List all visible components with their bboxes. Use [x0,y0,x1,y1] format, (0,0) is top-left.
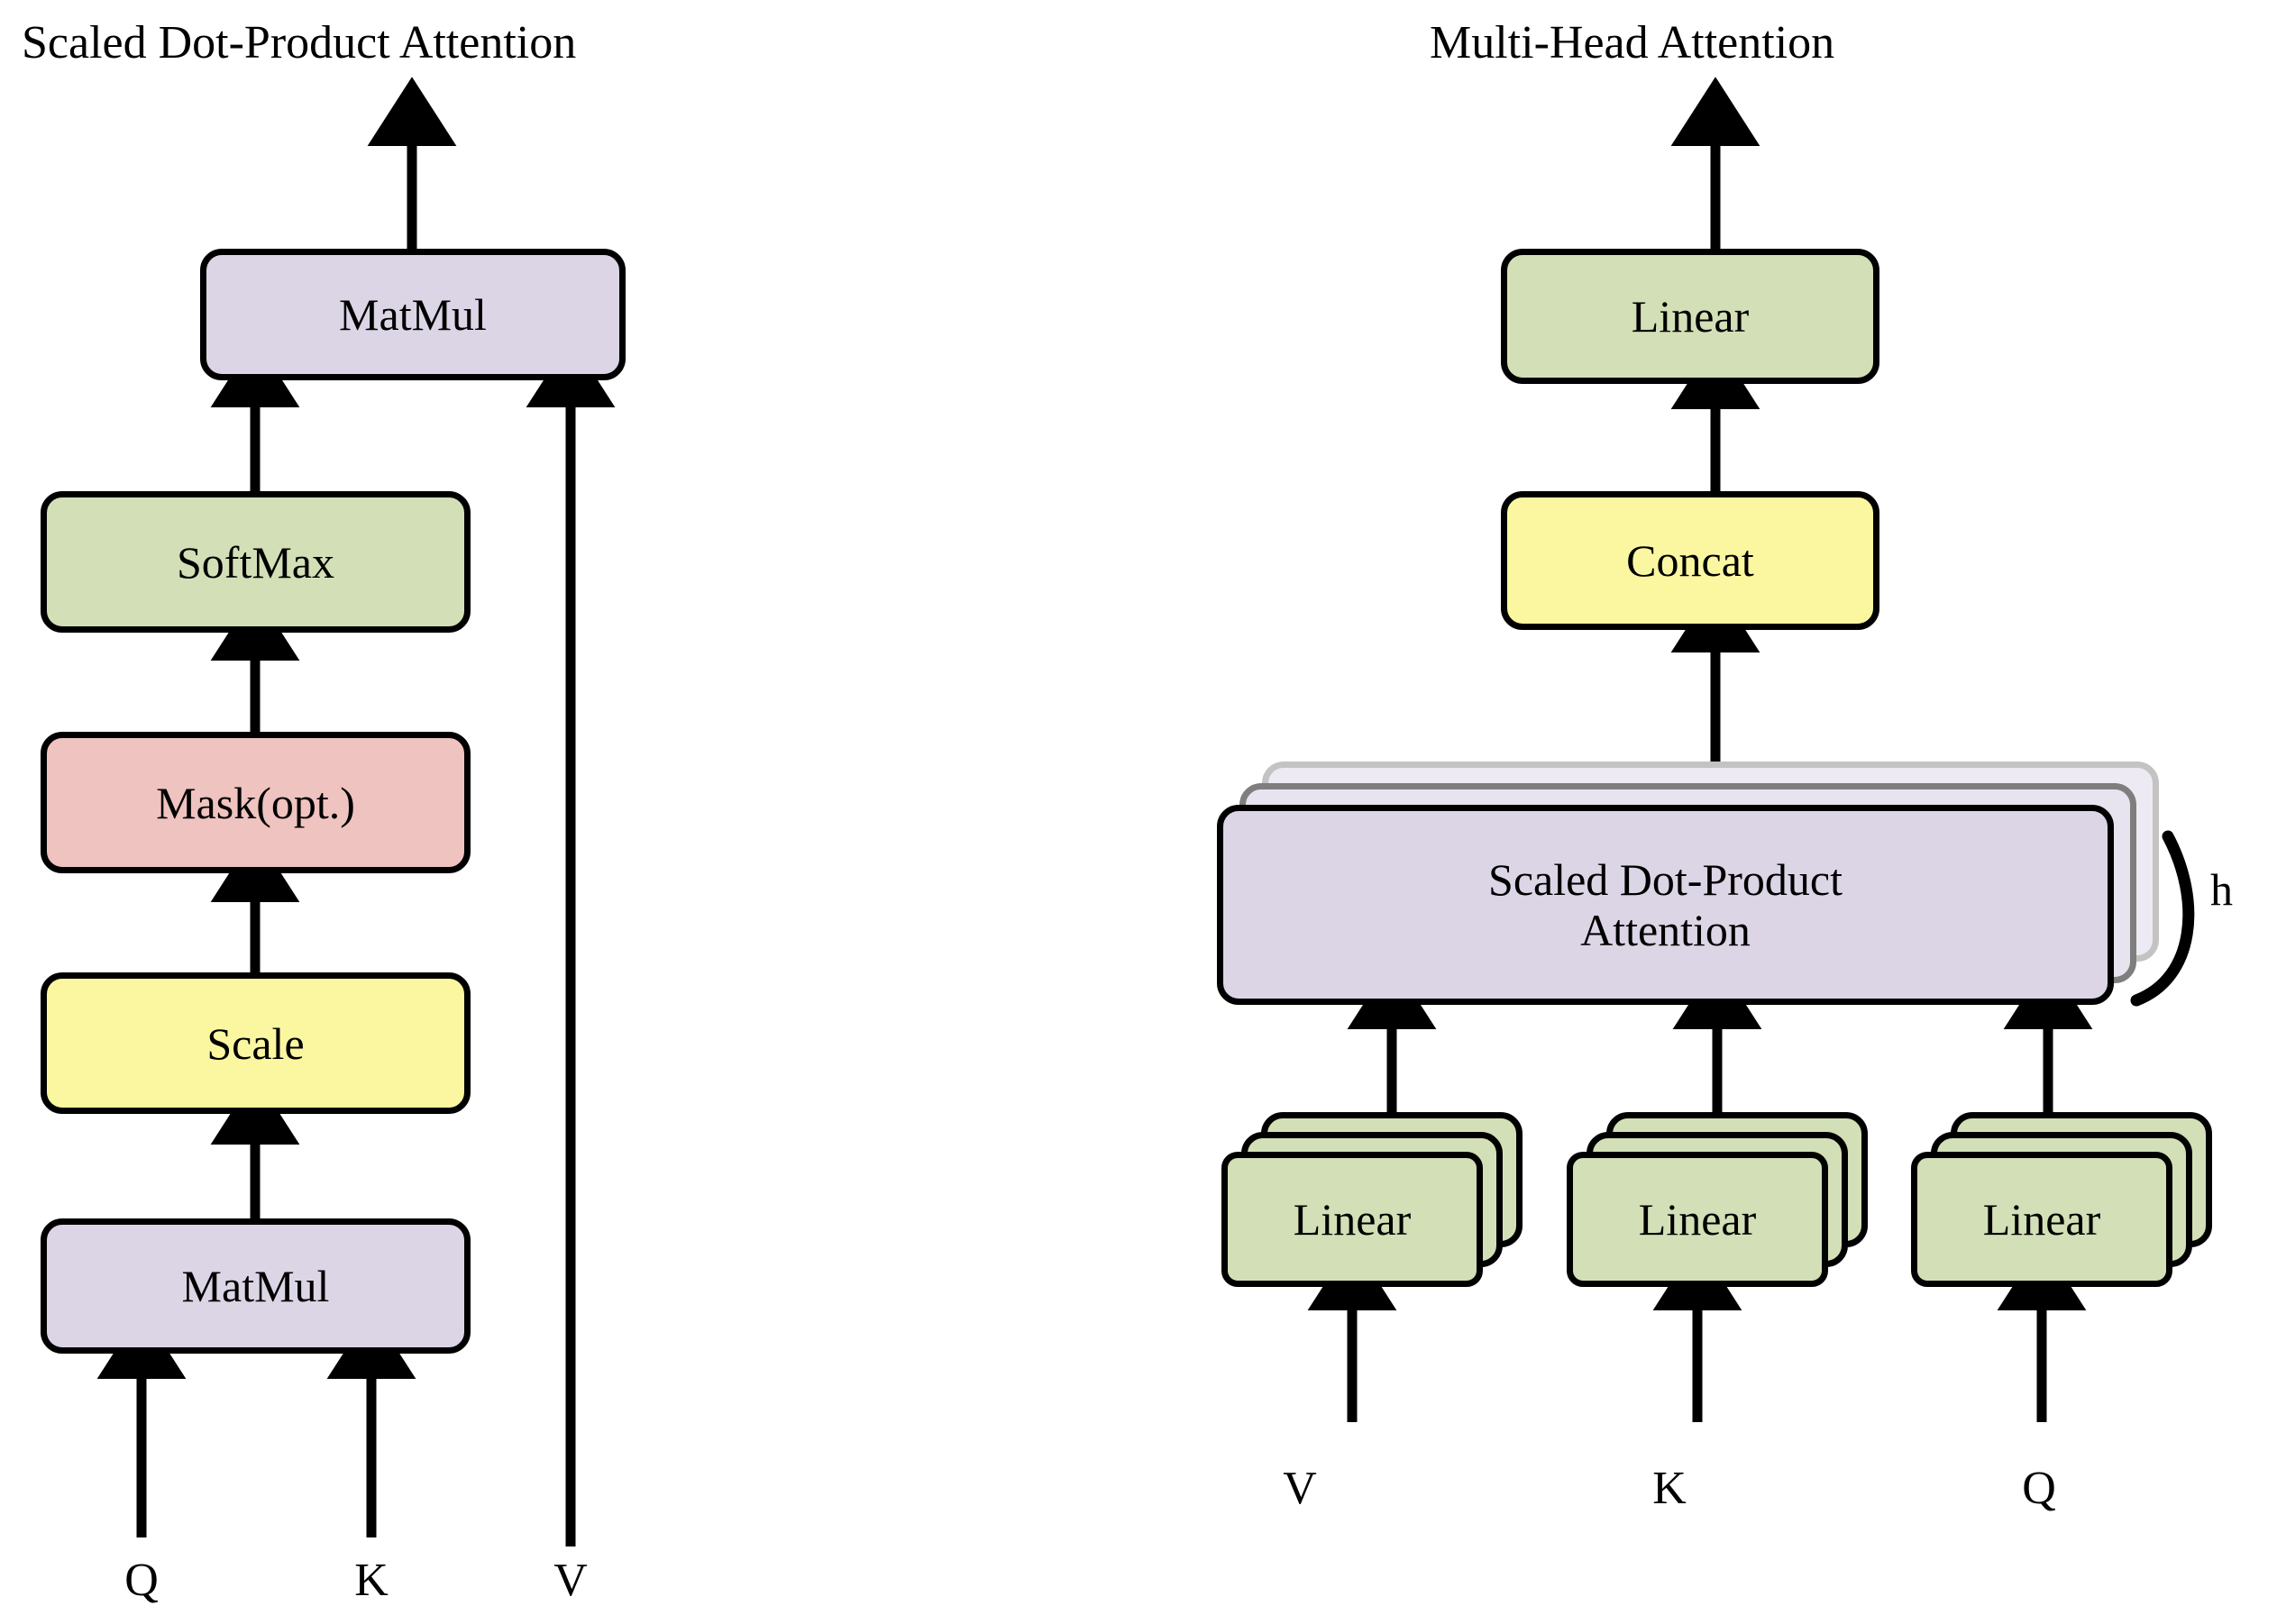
node-concat-label: Concat [1626,535,1754,586]
node-softmax-label: SoftMax [177,536,334,588]
input-label-q: Q [124,1555,159,1606]
node-mask-label: Mask(opt.) [156,777,355,828]
panel-title-multi-head-attention: Multi-Head Attention [1430,17,1835,68]
node-concat[interactable]: Concat [1501,491,1879,630]
node-sdpa-label-line1: Scaled Dot-Product [1488,854,1843,905]
input-label-v: V [553,1555,588,1606]
node-linear-output[interactable]: Linear [1501,249,1879,384]
mha-input-label-k: K [1652,1463,1687,1514]
node-softmax[interactable]: SoftMax [41,491,471,633]
node-sdpa-label-line2: Attention [1580,905,1751,955]
heads-count-label: h [2210,864,2233,915]
heads-brace [2130,830,2195,1007]
node-scaled-dot-product-attention[interactable]: Scaled Dot-Product Attention [1217,805,2114,1005]
node-matmul-bottom-label: MatMul [181,1261,330,1311]
node-linear-k-label: Linear [1638,1194,1757,1245]
mha-input-label-v: V [1283,1463,1317,1514]
node-linear-q[interactable]: Linear [1911,1152,2172,1287]
node-linear-v-label: Linear [1293,1194,1412,1245]
node-matmul-bottom[interactable]: MatMul [41,1218,471,1354]
node-mask[interactable]: Mask(opt.) [41,732,471,873]
node-linear-k[interactable]: Linear [1567,1152,1828,1287]
node-scale[interactable]: Scale [41,972,471,1114]
panel-title-scaled-dot-product-attention: Scaled Dot-Product Attention [22,17,577,68]
node-linear-q-label: Linear [1982,1194,2101,1245]
node-matmul-top[interactable]: MatMul [200,249,626,380]
mha-input-label-q: Q [2022,1463,2056,1514]
node-matmul-top-label: MatMul [339,289,487,340]
node-linear-v[interactable]: Linear [1221,1152,1483,1287]
node-scale-label: Scale [206,1017,305,1069]
input-label-k: K [354,1555,389,1606]
node-linear-output-label: Linear [1631,291,1750,342]
